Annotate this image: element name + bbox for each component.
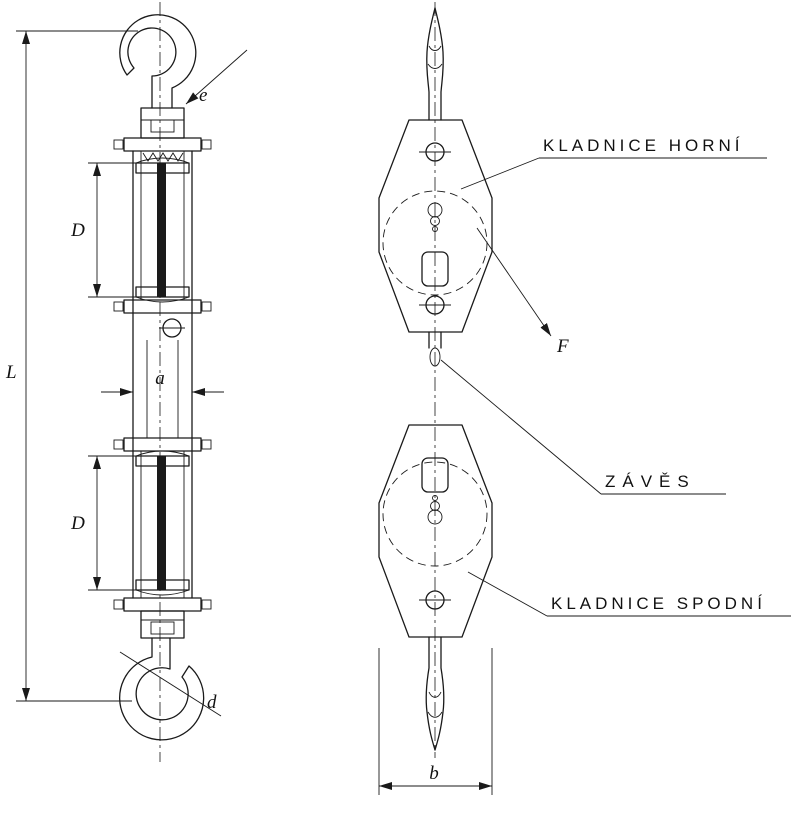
- shank-detail-arc: [427, 63, 443, 69]
- shank-left-edge: [425, 636, 436, 751]
- shank-detail-arc: [428, 691, 442, 698]
- shank-detail-arc: [427, 711, 443, 718]
- upper-block-label: KLADNICE HORNÍ: [543, 136, 744, 155]
- middle-strap: [146, 318, 185, 438]
- dim-line-d: [119, 651, 222, 717]
- dim-label-b: b: [429, 763, 439, 784]
- swivel-body: [140, 610, 185, 639]
- swivel-body: [140, 107, 185, 139]
- sheave-rim-arc-top: [135, 450, 190, 457]
- top-hook-outline: [119, 14, 197, 109]
- upper-block: [378, 119, 493, 333]
- dim-label-e: e: [199, 85, 207, 106]
- bolt-end: [201, 301, 212, 312]
- top-swivel: [140, 107, 185, 139]
- rope-band: [157, 163, 166, 297]
- side-view: b F KLADNICE HORNÍ ZÁVĚS KLADNICE SPODNÍ: [378, 2, 791, 795]
- sheave-rim-arc-top: [135, 157, 190, 164]
- bottom-hook-side: [425, 636, 445, 751]
- link-loop: [429, 347, 441, 367]
- leader-line: [460, 157, 540, 190]
- dim-label-a: a: [155, 368, 165, 389]
- bolt-end: [201, 599, 212, 610]
- sheave-rim-arc-bottom: [135, 296, 190, 303]
- axle-detail: [432, 495, 438, 501]
- dim-label-d: d: [207, 692, 217, 713]
- bolt-end: [113, 139, 124, 150]
- leader-line: [440, 359, 602, 495]
- bottom-hook-outline: [119, 637, 205, 741]
- dimension-b: b: [378, 648, 493, 795]
- dimension-a: a: [101, 368, 224, 396]
- bolt-end: [113, 599, 124, 610]
- bolt-end: [113, 439, 124, 450]
- dimension-L: L: [5, 30, 138, 702]
- hidden-sheave-circle: [382, 461, 488, 567]
- dim-label-L: L: [5, 362, 17, 383]
- annotation-upper-block: KLADNICE HORNÍ: [460, 136, 767, 190]
- force-label: F: [556, 336, 569, 357]
- front-view: L e: [5, 2, 248, 762]
- bottom-cross-bar: [123, 597, 202, 612]
- rope-band: [157, 456, 166, 590]
- bolt-end: [201, 439, 212, 450]
- leader-line: [467, 571, 548, 617]
- bolt-end: [113, 301, 124, 312]
- hanger-link: [428, 331, 442, 367]
- top-cross-bar: [123, 437, 202, 452]
- axle-detail: [430, 216, 440, 226]
- swivel-nut: [150, 119, 175, 133]
- axle-detail: [427, 509, 443, 525]
- shank-right-edge: [434, 7, 444, 121]
- force-arrow: [476, 227, 552, 337]
- dim-label-D-upper: D: [70, 220, 85, 241]
- lower-block: [378, 424, 493, 638]
- rope-slot: [421, 251, 449, 287]
- upper-block-outline: [378, 119, 493, 333]
- bottom-hook: [119, 637, 205, 741]
- annotation-hanger: ZÁVĚS: [440, 359, 726, 495]
- force-annotation: F: [476, 227, 569, 357]
- top-cross-bar: [123, 137, 202, 152]
- top-hook-side: [426, 7, 444, 121]
- axle-detail: [427, 202, 443, 218]
- dim-label-D-lower: D: [70, 513, 85, 534]
- top-hook: [119, 14, 197, 109]
- upper-pulley-assembly: [113, 137, 212, 599]
- lower-block-outline: [378, 424, 493, 638]
- sheave-rim-arc-bottom: [135, 589, 190, 596]
- axle-detail: [432, 226, 438, 232]
- annotation-lower-block: KLADNICE SPODNÍ: [467, 571, 791, 617]
- shank-right-edge: [434, 636, 445, 751]
- rope-slot: [421, 457, 449, 493]
- swivel-nut: [150, 621, 175, 635]
- shank-detail-arc: [428, 45, 442, 51]
- dimension-D-upper: D: [70, 162, 136, 298]
- bottom-swivel: [140, 610, 185, 639]
- lower-pulley-assembly: [113, 437, 212, 612]
- shank-left-edge: [426, 7, 436, 121]
- dimension-D-lower: D: [70, 455, 136, 591]
- axle-detail: [430, 501, 440, 511]
- leader-line-e: [185, 49, 248, 105]
- bottom-cross-bar: [123, 299, 202, 314]
- lower-block-label: KLADNICE SPODNÍ: [551, 594, 766, 613]
- bearing-zigzag: [142, 152, 184, 162]
- bolt-end: [201, 139, 212, 150]
- hanger-label: ZÁVĚS: [605, 472, 696, 491]
- dimension-d: d: [119, 651, 222, 717]
- dimension-e: e: [185, 49, 248, 106]
